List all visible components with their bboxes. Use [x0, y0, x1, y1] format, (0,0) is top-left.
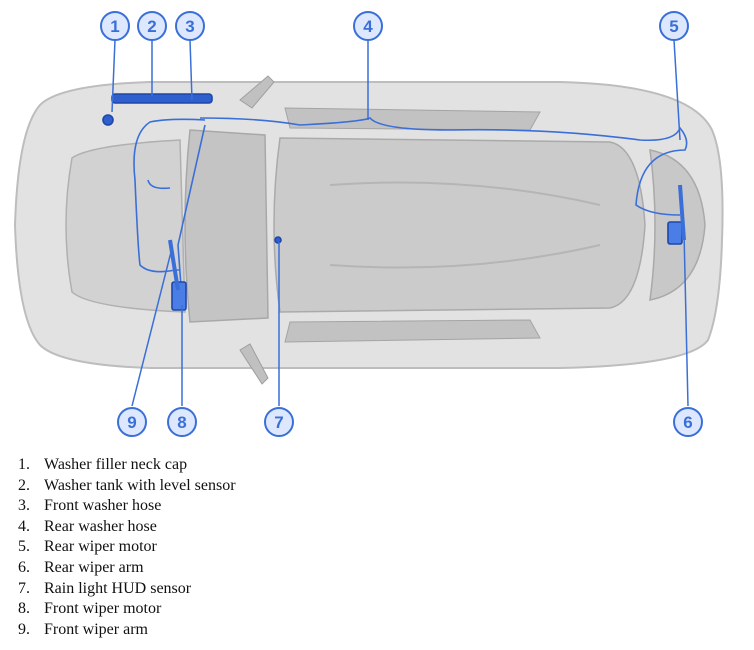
legend-number: 5. [18, 538, 30, 556]
legend-number: 1. [18, 456, 30, 473]
legend-number: 4. [18, 517, 30, 535]
car-windshield [184, 129, 269, 323]
leader-6 [683, 231, 689, 407]
legend-number: 7. [18, 579, 30, 597]
callout-label: 2 [147, 17, 156, 36]
legend-item: 9. Front wiper arm [18, 620, 236, 641]
legend-number: 6. [18, 558, 30, 576]
legend-text: Front washer hose [44, 497, 162, 515]
legend-text: Rain light HUD sensor [44, 579, 192, 597]
callout-label: 7 [274, 413, 283, 432]
callout-6: 6 [673, 407, 703, 437]
parts-legend: 1. Washer filler neck cap 2. Washer tank w… [18, 455, 236, 640]
legend-item: 2. Washer tank with level sensor [18, 476, 236, 497]
roof-ridge [329, 181, 601, 206]
legend-text: Rear wiper arm [44, 558, 144, 576]
car-top-view [13, 75, 724, 385]
callout-7: 7 [264, 407, 294, 437]
legend-number: 9. [18, 620, 30, 638]
callout-label: 8 [177, 413, 186, 432]
legend-item: 1. Washer filler neck cap [18, 455, 236, 476]
callout-3: 3 [175, 11, 205, 41]
roof-ridge [329, 244, 601, 269]
callout-leaders [111, 39, 689, 407]
car-roof [273, 137, 646, 313]
callout-5: 5 [659, 11, 689, 41]
front-washer-hose [133, 118, 206, 273]
washer-system [102, 93, 688, 311]
legend-item: 7. Rain light HUD sensor [18, 579, 236, 600]
legend-number: 8. [18, 600, 30, 618]
legend-text: Rear wiper motor [44, 538, 157, 556]
legend-text: Front wiper arm [44, 620, 148, 638]
mirror-top [239, 75, 275, 109]
rear-wiper-motor [667, 221, 683, 245]
callout-label: 5 [669, 17, 678, 36]
callout-label: 4 [363, 17, 373, 36]
legend-text: Washer filler neck cap [44, 456, 188, 473]
callout-4: 4 [353, 11, 383, 41]
callout-label: 1 [110, 17, 119, 36]
legend-text: Front wiper motor [44, 600, 162, 618]
callout-2: 2 [137, 11, 167, 41]
legend-text: Washer tank with level sensor [44, 476, 236, 494]
legend-number: 3. [18, 497, 30, 515]
callout-9: 9 [117, 407, 147, 437]
mirror-bottom [239, 343, 269, 385]
leader-3 [189, 39, 193, 101]
washer-tank [111, 93, 213, 104]
leader-9 [131, 247, 173, 407]
legend-number: 2. [18, 476, 30, 494]
legend-item: 4. Rear washer hose [18, 517, 236, 538]
leader-1 [111, 39, 116, 113]
front-wiper-motor [171, 281, 187, 311]
legend-item: 3. Front washer hose [18, 496, 236, 517]
leader-5 [673, 39, 681, 141]
legend-item: 6. Rear wiper arm [18, 558, 236, 579]
callout-8: 8 [167, 407, 197, 437]
rear-wiper-arm-blade [678, 184, 686, 241]
legend-item: 8. Front wiper motor [18, 599, 236, 620]
callout-label: 3 [185, 17, 194, 36]
legend-text: Rear washer hose [44, 517, 157, 535]
side-windows-top [284, 107, 541, 131]
car-hood [65, 139, 186, 313]
rain-light-sensor [274, 236, 282, 244]
car-washer-system-diagram: 1 2 3 4 5 6 7 8 [13, 11, 724, 437]
filler-neck-cap [102, 114, 114, 126]
side-windows-bottom [284, 319, 541, 343]
callout-label: 9 [127, 413, 136, 432]
legend-item: 5. Rear wiper motor [18, 537, 236, 558]
callout-label: 6 [683, 413, 692, 432]
callouts: 1 2 3 4 5 6 7 8 [100, 11, 703, 437]
callout-1: 1 [100, 11, 130, 41]
rear-washer-hose [199, 117, 688, 216]
